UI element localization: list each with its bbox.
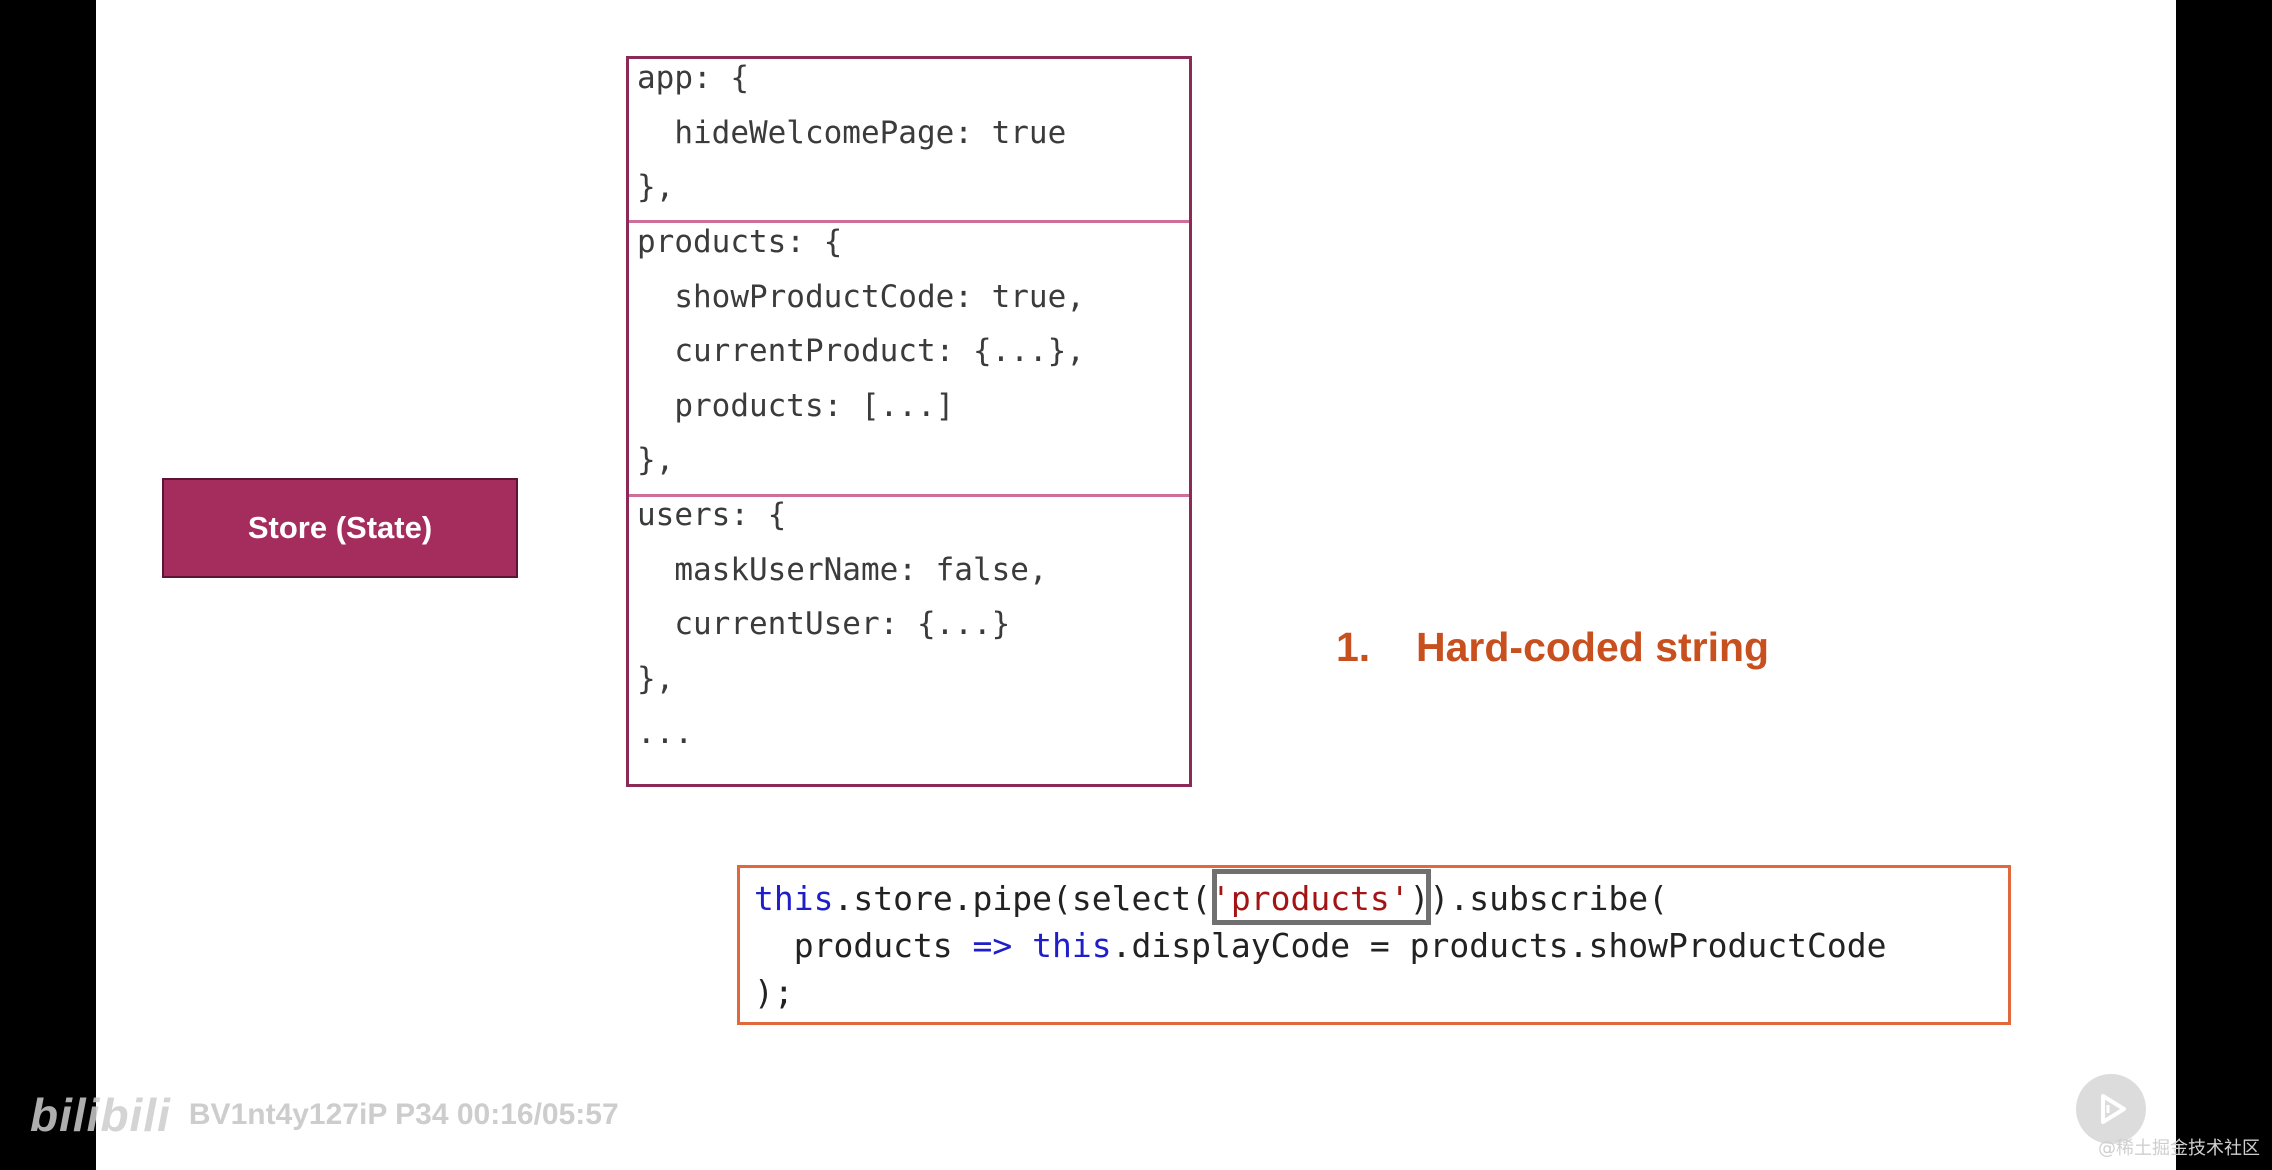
video-watermark: bilibili BV1nt4y127iP P34 00:16/05:57 bbox=[30, 1088, 619, 1142]
snippet-products-param: products bbox=[754, 926, 973, 965]
store-state-box: Store (State) bbox=[162, 478, 518, 578]
hint-text: Hard-coded string bbox=[1416, 624, 1770, 670]
snippet-line-3: ); bbox=[754, 973, 794, 1012]
slide: Store (State) app: { hideWelcomePage: tr… bbox=[96, 0, 2176, 1170]
snippet-display-code: .displayCode = products.showProductCode bbox=[1111, 926, 1887, 965]
snippet-keyword-this-2: this bbox=[1032, 926, 1112, 965]
products-users-separator bbox=[629, 494, 1189, 497]
state-line-hide-welcome-page: hideWelcomePage: true bbox=[637, 115, 1067, 151]
code-snippet-box: this.store.pipe(select('products')).subs… bbox=[737, 865, 2011, 1025]
state-tree-box: app: { hideWelcomePage: true }, products… bbox=[626, 56, 1192, 787]
video-id-timestamp: BV1nt4y127iP P34 00:16/05:57 bbox=[188, 1098, 619, 1131]
state-line-mask-user-name: maskUserName: false, bbox=[637, 552, 1048, 588]
state-line-users-open: users: { bbox=[637, 497, 787, 533]
bilibili-logo: bilibili bbox=[30, 1089, 171, 1141]
snippet-line-2: products => this.displayCode = products.… bbox=[754, 923, 1887, 969]
snippet-line-1: this.store.pipe(select('products')).subs… bbox=[754, 876, 1668, 922]
app-products-separator bbox=[629, 220, 1189, 223]
products-string-highlight-box bbox=[1212, 869, 1431, 925]
snippet-products-string: 'products' bbox=[1210, 879, 1410, 918]
snippet-keyword-this: this bbox=[754, 879, 834, 918]
state-line-current-product: currentProduct: {...}, bbox=[637, 333, 1085, 369]
play-button[interactable] bbox=[2076, 1074, 2146, 1144]
hint-number: 1. bbox=[1336, 624, 1371, 670]
state-line-ellipsis: ... bbox=[637, 715, 693, 751]
store-state-label: Store (State) bbox=[247, 510, 433, 545]
state-line-products-open: products: { bbox=[637, 224, 843, 260]
state-line-products-close: }, bbox=[637, 442, 675, 478]
state-line-app-open: app: { bbox=[637, 60, 749, 96]
snippet-store-pipe-select: .store.pipe(select( bbox=[833, 879, 1211, 918]
hint-hard-coded-string: 1. Hard-coded string bbox=[1336, 624, 1769, 671]
state-line-show-product-code: showProductCode: true, bbox=[637, 279, 1085, 315]
state-line-app-close: }, bbox=[637, 169, 675, 205]
play-triangle-icon bbox=[2101, 1094, 2126, 1124]
juejin-corner-watermark: @稀土掘金技术社区 bbox=[2098, 1138, 2260, 1159]
state-line-users-close: }, bbox=[637, 661, 675, 697]
state-line-current-user: currentUser: {...} bbox=[637, 606, 1011, 642]
state-line-products-array: products: [...] bbox=[637, 388, 955, 424]
snippet-subscribe: )).subscribe( bbox=[1409, 879, 1668, 918]
snippet-arrow: => bbox=[972, 926, 1013, 965]
